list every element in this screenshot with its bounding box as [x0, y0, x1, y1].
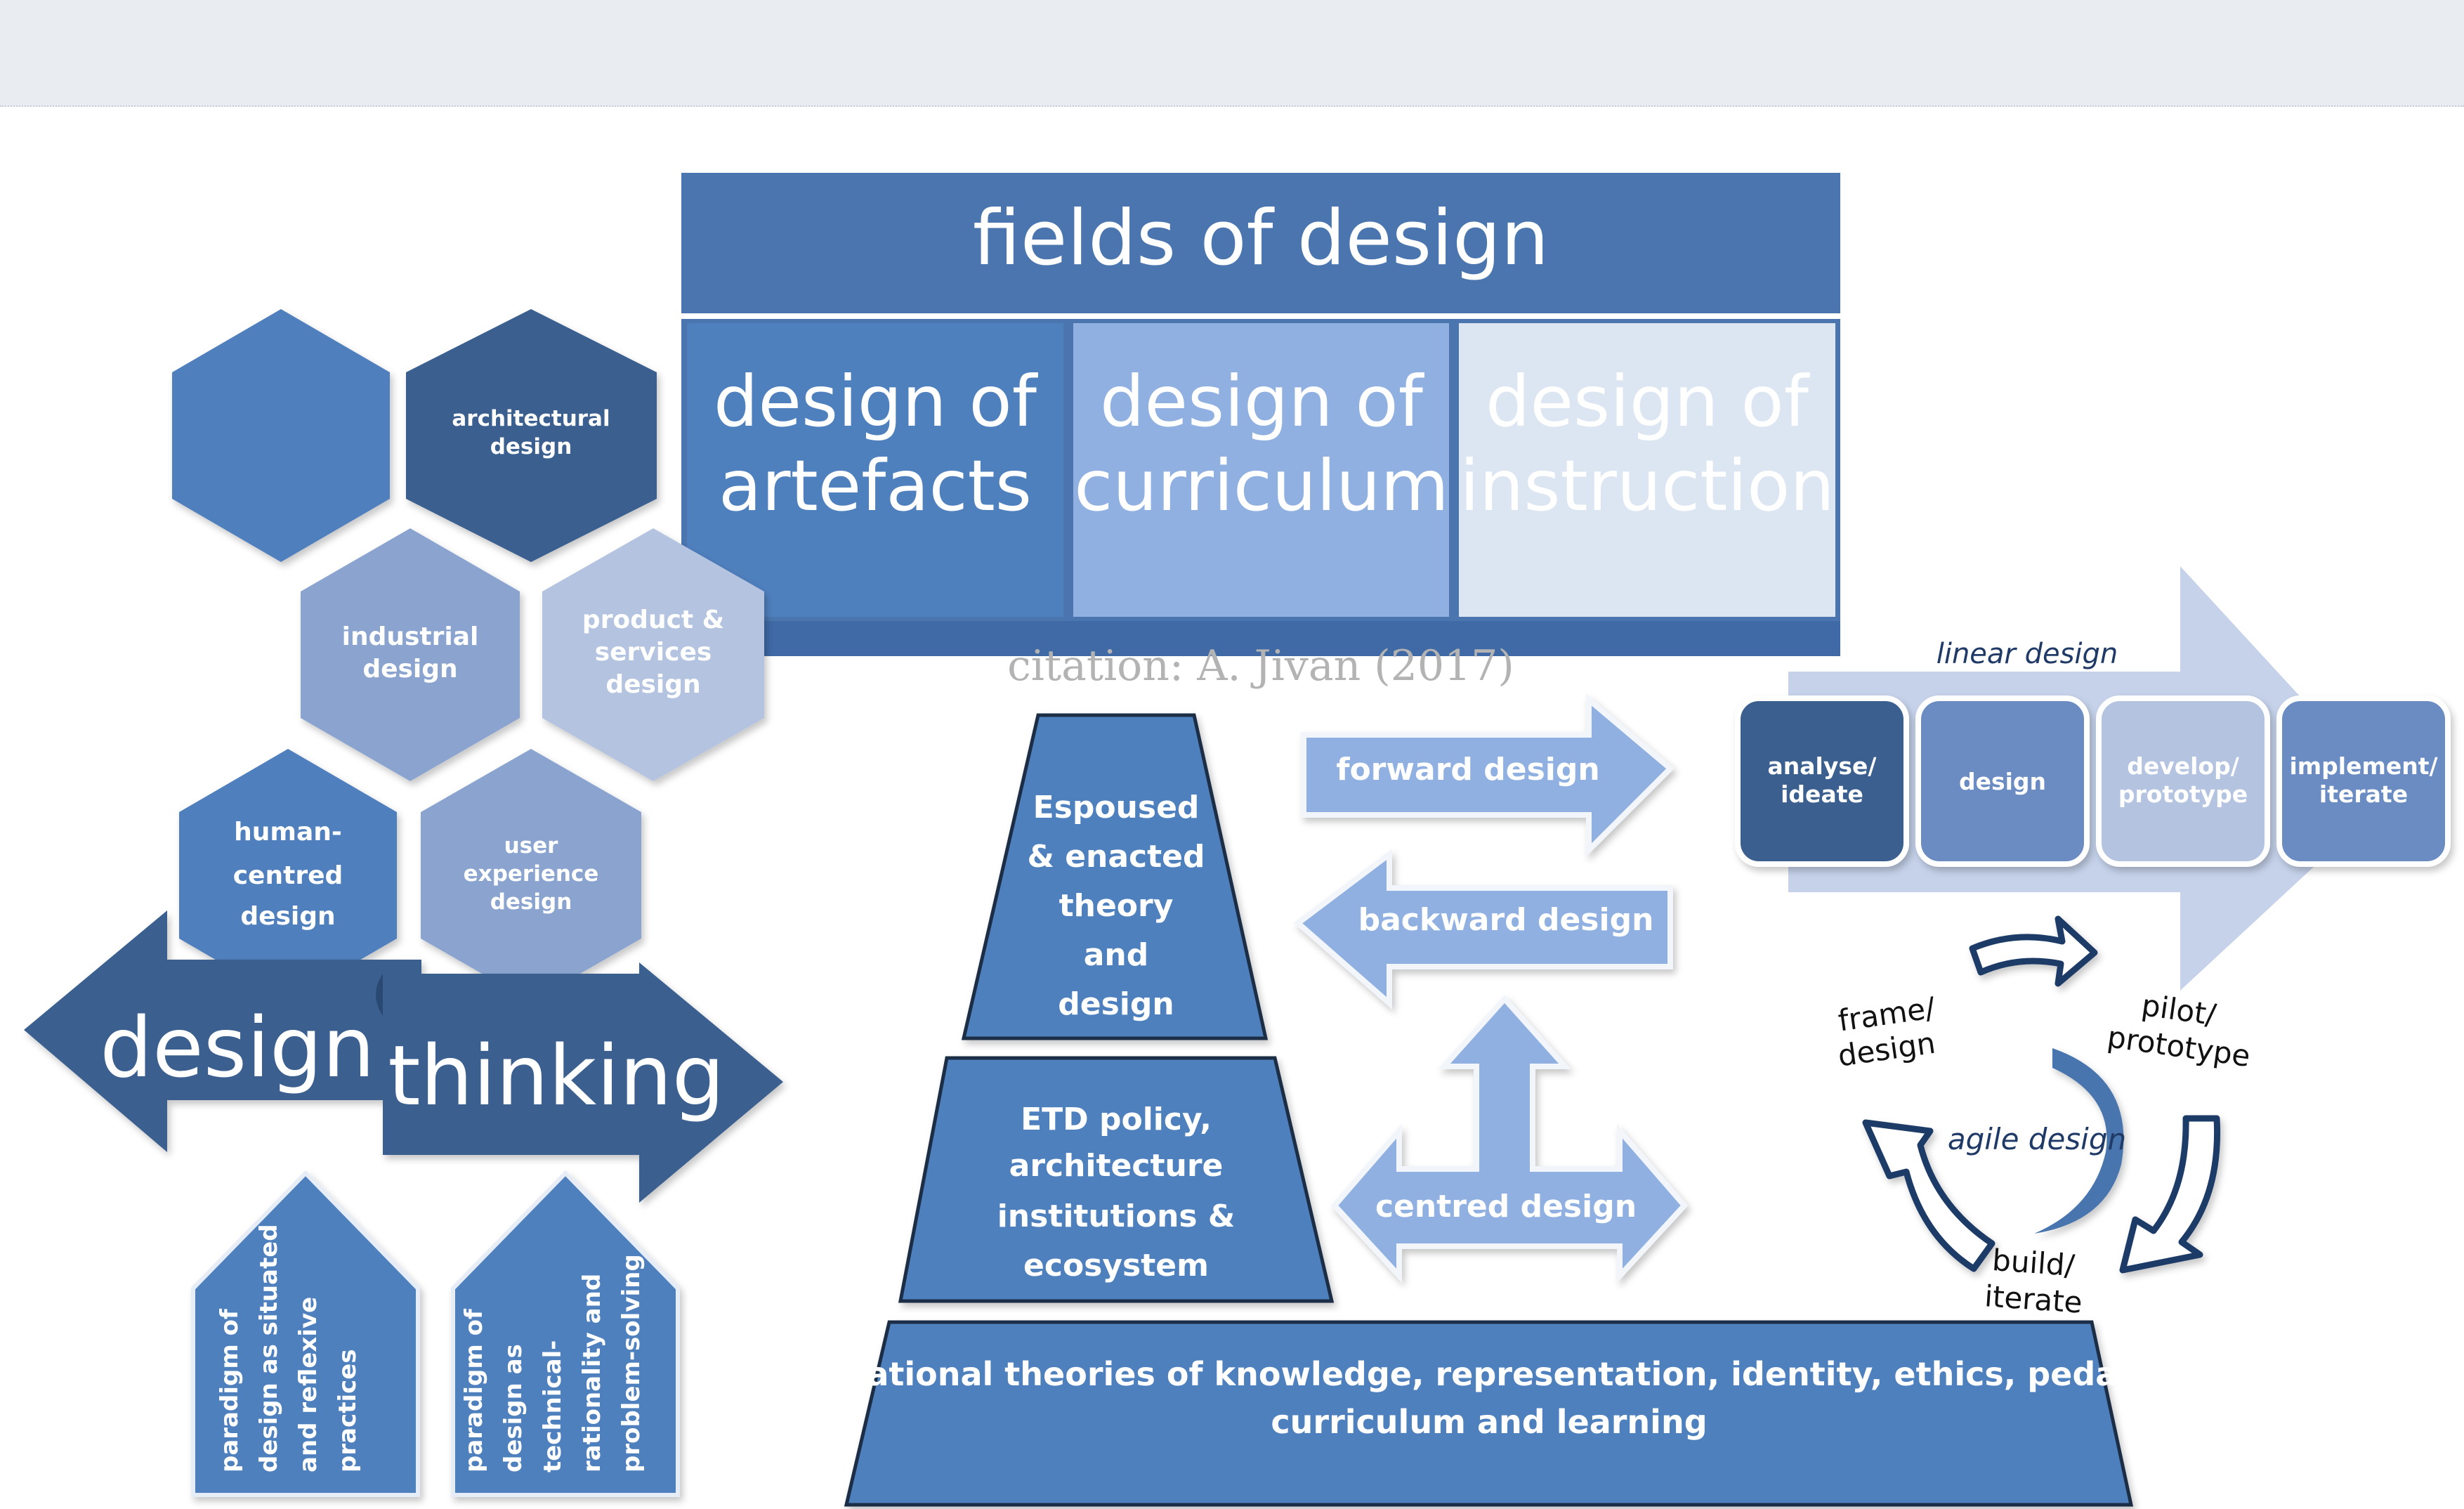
- hex-industrial-line2: design: [362, 655, 457, 684]
- pyramid-middle-line1: ETD policy,: [1021, 1102, 1212, 1137]
- hexagon-industrial-design: [301, 528, 520, 781]
- hex-architectural-line1: architectural: [452, 406, 610, 431]
- field-curriculum-line2: curriculum: [1074, 445, 1449, 527]
- paradigm-situated-shape: [191, 1170, 420, 1497]
- pyramid-top-line4: and: [1084, 937, 1149, 973]
- paradigm-situated-line3: and reflexive: [294, 1297, 322, 1472]
- pyramid-base-line1: foundational theories of knowledge, repr…: [761, 1355, 2216, 1393]
- centred-design-label: centred design: [1375, 1189, 1637, 1224]
- field-column-curriculum: [1073, 323, 1449, 617]
- paradigm-technical-line5: problem-solving: [617, 1254, 646, 1472]
- step-analyse-line1: analyse/: [1768, 752, 1878, 780]
- pyramid-middle-line2: architecture: [1009, 1148, 1224, 1184]
- field-artefacts-line2: artefacts: [719, 445, 1032, 527]
- step-develop-line1: develop/: [2127, 752, 2240, 780]
- design-word: design: [100, 999, 374, 1096]
- paradigm-technical-shape: [451, 1170, 680, 1497]
- field-instruction-line2: instruction: [1460, 445, 1835, 527]
- pyramid-middle-tier: [898, 1056, 1335, 1303]
- step-implement-iterate: [2276, 695, 2451, 867]
- step-develop-prototype: [2096, 695, 2270, 867]
- step-design: [1915, 695, 2090, 867]
- paradigm-technical-line4: rationality and: [578, 1274, 606, 1472]
- citation-text: citation: A. Jivan (2017): [1007, 641, 1514, 691]
- step-develop-line2: prototype: [2118, 780, 2248, 808]
- pyramid-base-line2: curriculum and learning: [1271, 1403, 1707, 1441]
- hex-human-line3: design: [240, 902, 335, 931]
- hexagon-user-experience-design: [421, 749, 641, 1002]
- hexagon-architectural-design: [406, 309, 657, 562]
- field-instruction-line1: design of: [1486, 360, 1811, 443]
- hexagon-human-centred-design: [179, 749, 397, 1002]
- hexagon-blank: [172, 309, 390, 562]
- hex-ux-line1: user: [504, 833, 559, 858]
- scroll-fold: [376, 974, 383, 1016]
- pyramid-middle-line3: institutions &: [997, 1198, 1236, 1234]
- hex-human-line1: human-: [234, 818, 342, 847]
- hex-product-line2: services: [595, 638, 712, 667]
- hex-product-line1: product &: [582, 606, 724, 634]
- thinking-word: thinking: [388, 1027, 724, 1124]
- agile-build-line1: build/: [1991, 1243, 2076, 1283]
- step-analyse-ideate: [1735, 695, 1909, 867]
- paradigm-technical-line1: paradigm of: [460, 1308, 488, 1472]
- pyramid-top-tier: [961, 713, 1269, 1040]
- pyramid-top-line2: & enacted: [1028, 839, 1205, 875]
- paradigm-situated-line2: design as situated: [255, 1224, 283, 1472]
- paradigm-situated-line1: paradigm of: [216, 1308, 244, 1472]
- agile-pilot-line2: prototype: [2105, 1019, 2253, 1073]
- window-top-bar: [0, 0, 2464, 107]
- step-design-line1: design: [1959, 768, 2046, 795]
- agile-design-label: agile design: [1948, 1122, 2126, 1156]
- paradigm-technical-line2: design as: [499, 1344, 527, 1472]
- pyramid-top-line5: design: [1058, 986, 1174, 1022]
- pyramid-middle-line4: ecosystem: [1023, 1248, 1209, 1283]
- cycle-arrow-left: [1862, 1119, 1996, 1272]
- hex-architectural-line2: design: [490, 434, 572, 459]
- fields-of-design-table: fields of design design of artefacts des…: [681, 173, 1840, 656]
- pyramid-top-line3: theory: [1059, 888, 1174, 924]
- step-implement-line2: iterate: [2319, 780, 2408, 808]
- hexagon-cluster: [172, 309, 764, 1002]
- hex-human-line2: centred: [233, 861, 343, 890]
- hex-product-line3: design: [605, 670, 700, 699]
- agile-build-line2: iterate: [1984, 1279, 2083, 1320]
- fields-header-bar: [681, 173, 1840, 313]
- centred-design-arrow: [1330, 995, 1689, 1283]
- field-column-artefacts: [687, 323, 1063, 617]
- pyramid-top-line1: Espoused: [1033, 790, 1200, 825]
- forward-design-arrow: [1301, 693, 1675, 857]
- backward-design-label: backward design: [1358, 902, 1654, 938]
- hexagon-product-services-design: [542, 528, 764, 781]
- cycle-arrow-right: [2119, 1115, 2221, 1274]
- cycle-arrow-top: [1969, 915, 2098, 987]
- field-column-instruction: [1459, 323, 1835, 617]
- hex-industrial-line1: industrial: [342, 622, 479, 651]
- hex-ux-line2: experience: [464, 861, 599, 887]
- backward-design-arrow: [1293, 848, 1673, 1010]
- fields-title: fields of design: [973, 195, 1549, 282]
- field-artefacts-line1: design of: [714, 360, 1039, 443]
- linear-design-label: linear design: [1937, 638, 2118, 670]
- paradigm-situated-line4: practices: [334, 1349, 362, 1472]
- step-analyse-line2: ideate: [1781, 780, 1863, 808]
- forward-design-label: forward design: [1336, 752, 1599, 788]
- step-implement-line1: implement/: [2289, 752, 2438, 780]
- fields-footer-bar: [681, 621, 1840, 656]
- agile-inner-arc: [2034, 1048, 2124, 1234]
- pyramid-base-tier: [844, 1320, 2134, 1507]
- paradigm-technical-line3: technical-: [539, 1340, 567, 1472]
- thinking-right-arrow: [383, 962, 783, 1203]
- design-left-arrow: [24, 910, 421, 1152]
- hex-ux-line3: design: [490, 889, 572, 915]
- field-curriculum-line1: design of: [1100, 360, 1425, 443]
